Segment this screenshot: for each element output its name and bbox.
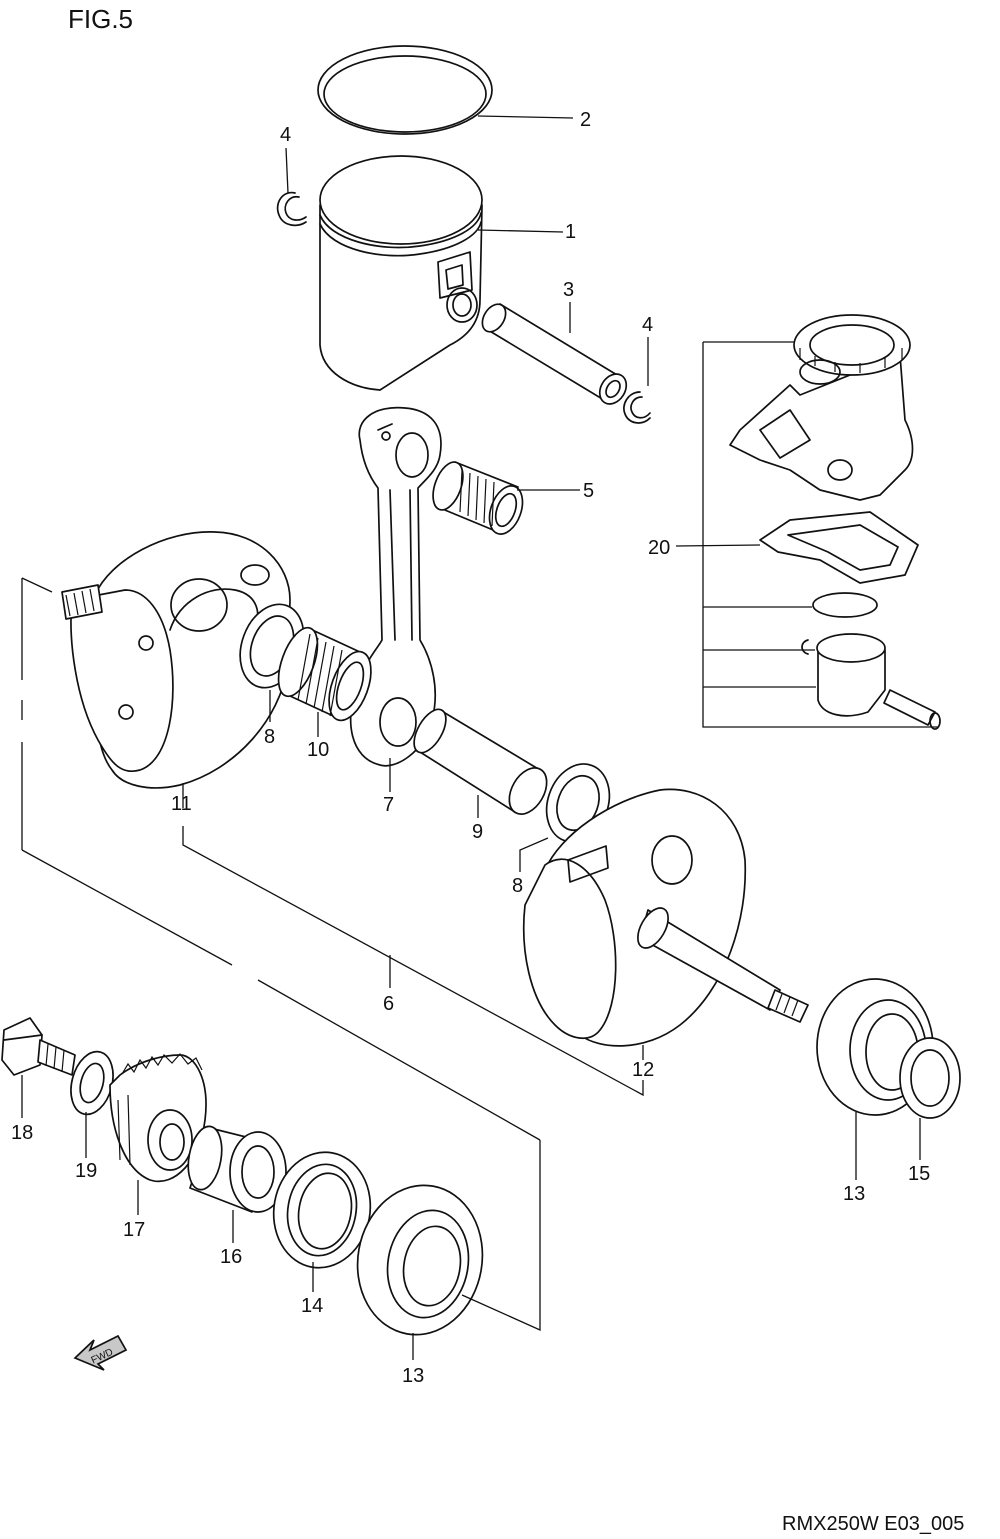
callout-1: 1: [565, 221, 576, 243]
callout-3: 3: [563, 279, 574, 301]
callout-11: 11: [171, 793, 192, 815]
callout-20: 20: [648, 537, 670, 559]
callout-18: 18: [11, 1122, 33, 1144]
oil-seal-right-part: [899, 1037, 961, 1119]
circlip-upper-part: [276, 191, 307, 227]
cylinder-inset: [702, 314, 941, 730]
piston-ring-part: [317, 45, 493, 135]
drive-gear-part: [109, 1053, 207, 1183]
callout-19: 19: [75, 1160, 97, 1182]
callout-14: 14: [301, 1295, 323, 1317]
forward-direction-arrow: FWD: [73, 1334, 128, 1371]
bolt-part: [1, 1017, 76, 1076]
callout-5: 5: [583, 480, 594, 502]
callout-13-lower: 13: [402, 1365, 424, 1387]
callout-12: 12: [632, 1059, 654, 1081]
callout-2: 2: [580, 109, 591, 131]
spacer-part: [187, 1125, 287, 1213]
circlip-right-part: [623, 391, 651, 424]
needle-bearing-big-part: [277, 626, 372, 722]
oil-seal-lower-part: [272, 1151, 372, 1269]
callout-4-upper: 4: [280, 124, 291, 146]
callout-4-right: 4: [642, 314, 653, 336]
callout-labels: 1 2 3 4 4 5 6 7 8 8 9 10 11 12 13 13 14 …: [11, 109, 930, 1387]
connecting-rod-part: [349, 406, 442, 767]
crank-pin-part: [413, 708, 548, 815]
callout-6: 6: [383, 993, 394, 1015]
figure-title: FIG.5: [68, 4, 133, 34]
callout-8-right: 8: [512, 875, 523, 897]
piston-part: [319, 155, 483, 391]
callout-10: 10: [307, 739, 329, 761]
piston-pin-part: [481, 303, 628, 405]
figure-code: RMX250W E03_005: [782, 1513, 964, 1535]
callout-13-right: 13: [843, 1183, 865, 1205]
callout-17: 17: [123, 1219, 145, 1241]
assembly-bracket-lines: [21, 577, 644, 1332]
needle-bearing-small-part: [432, 461, 524, 535]
callout-7: 7: [383, 794, 394, 816]
crank-half-right-part: [522, 788, 809, 1047]
callout-9: 9: [472, 821, 483, 843]
callout-8-left: 8: [264, 726, 275, 748]
crank-half-left-part: [61, 531, 291, 789]
callout-16: 16: [220, 1246, 242, 1268]
callout-15: 15: [908, 1163, 930, 1185]
main-bearing-lower-part: [356, 1184, 484, 1336]
